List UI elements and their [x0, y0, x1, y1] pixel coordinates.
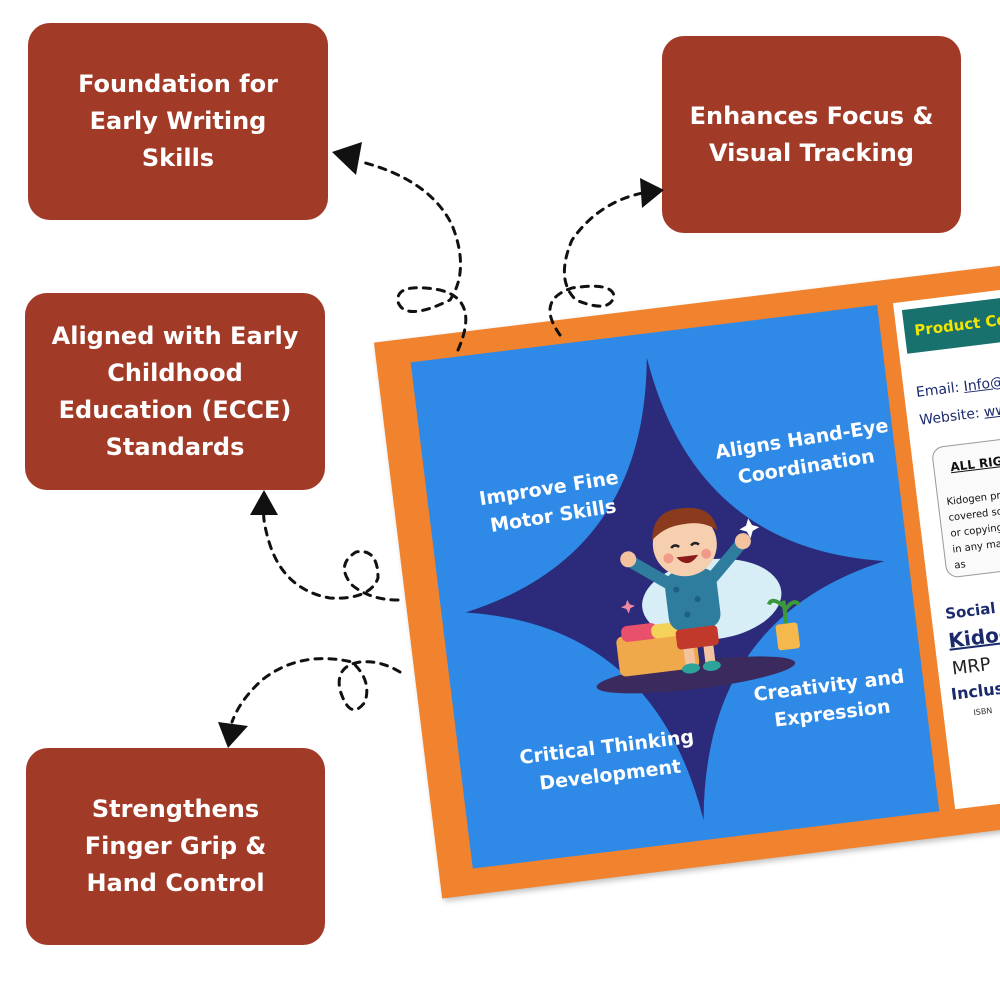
- card-illustration: [465, 357, 885, 821]
- boy-shirt: [664, 568, 721, 632]
- rights-box: ALL RIGHTS Kidogen produ covered so a or…: [930, 422, 1000, 579]
- rights-text: Kidogen produ covered so a or copying in…: [946, 488, 1000, 572]
- boy-shorts: [675, 625, 719, 650]
- callout-ecce-standards: Aligned with Early Childhood Education (…: [25, 293, 325, 490]
- boy-hair: [652, 507, 718, 541]
- arrow-head-4: [218, 722, 248, 748]
- callout-finger-grip: Strengthens Finger Grip & Hand Control: [26, 748, 325, 945]
- plant-pot: [775, 622, 800, 651]
- email-line: Email: Info@ki: [915, 373, 1000, 401]
- arrow-head-2: [640, 178, 664, 208]
- email-label: Email:: [915, 379, 961, 401]
- arrow-head-3: [250, 490, 278, 515]
- callout-early-writing: Foundation for Early Writing Skills: [28, 23, 328, 220]
- website-line: Website: www.: [919, 400, 1000, 428]
- arrow-path-4: [230, 657, 402, 724]
- arrow-path-1: [360, 160, 468, 352]
- product-card: Improve Fine Motor Skills Aligns Hand-Ey…: [373, 257, 1000, 978]
- social-label: Social: [944, 598, 997, 623]
- inclusive-label: Inclusi: [949, 677, 1000, 704]
- website-label: Website:: [918, 405, 981, 429]
- floor-shadow: [596, 656, 796, 694]
- website-value: www.: [983, 400, 1000, 421]
- arrow-head-1: [332, 142, 362, 175]
- email-value: Info@ki: [962, 372, 1000, 396]
- card-blue-panel: Improve Fine Motor Skills Aligns Hand-Ey…: [410, 305, 940, 869]
- rights-title: ALL RIGHTS: [949, 450, 1000, 475]
- brand-name: Kidog: [947, 621, 1000, 653]
- plant-leaves: [766, 598, 801, 624]
- arrow-path-3: [262, 506, 400, 602]
- isbn-label: ISBN: [972, 706, 993, 718]
- pillow-shape: [621, 623, 658, 642]
- mrp-label: MRP: [950, 653, 992, 680]
- callout-focus-tracking: Enhances Focus & Visual Tracking: [662, 36, 961, 233]
